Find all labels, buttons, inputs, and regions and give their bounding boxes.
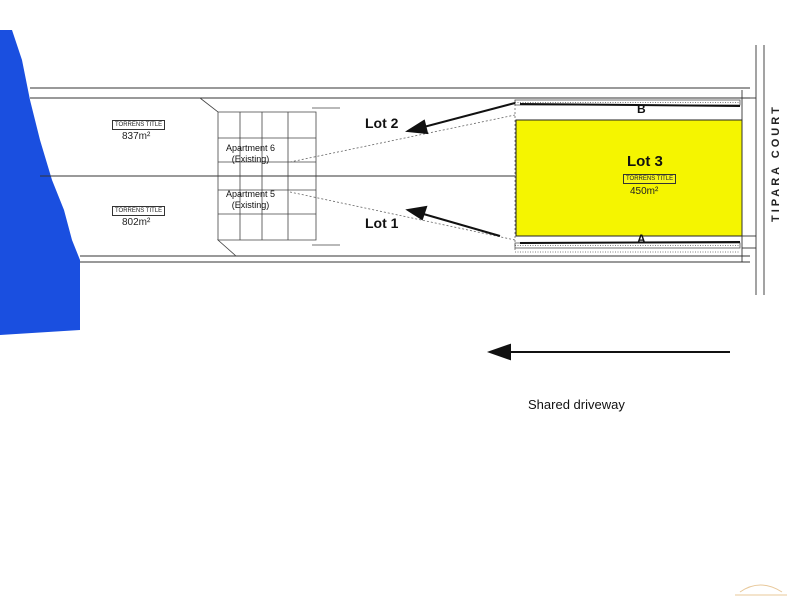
street-boundary <box>741 45 765 295</box>
neighbour-title-box-1: TORRENS TITLE <box>112 120 166 130</box>
apartment-6-status: (Existing) <box>231 154 270 164</box>
watermark-logo <box>735 584 787 596</box>
lot1-label: Lot 1 <box>365 215 399 231</box>
street-name: TIPARA COURT <box>770 104 782 222</box>
apartment-5-status: (Existing) <box>231 200 270 210</box>
neighbour-area-1: 837m² <box>122 131 151 142</box>
lot2-label: Lot 2 <box>365 115 399 131</box>
dotted-division-lines <box>289 100 516 250</box>
marker-b: B <box>637 102 646 116</box>
driveway-arrow <box>486 343 730 361</box>
lot-arrows <box>405 102 741 244</box>
driveway-caption: Shared driveway <box>528 397 625 412</box>
water-body <box>0 30 80 335</box>
lot3-area-label: 450m² <box>630 186 659 197</box>
driveway-strips <box>514 99 741 253</box>
apartment-6-label: Apartment 6 (Existing) <box>226 143 275 165</box>
neighbour-title-box-2: TORRENS TITLE <box>112 206 166 216</box>
block-boundaries <box>30 87 750 263</box>
lot3-area <box>515 119 743 237</box>
neighbour-area-2: 802m² <box>122 217 151 228</box>
marker-a: A <box>637 232 646 246</box>
apartment-5-label: Apartment 5 (Existing) <box>226 189 275 211</box>
apartment-building <box>199 97 340 257</box>
lot3-label: Lot 3 <box>627 153 663 170</box>
apartment-6-name: Apartment 6 <box>226 143 276 153</box>
lot3-title-box: TORRENS TITLE <box>623 174 677 184</box>
apartment-5-name: Apartment 5 <box>226 189 276 199</box>
